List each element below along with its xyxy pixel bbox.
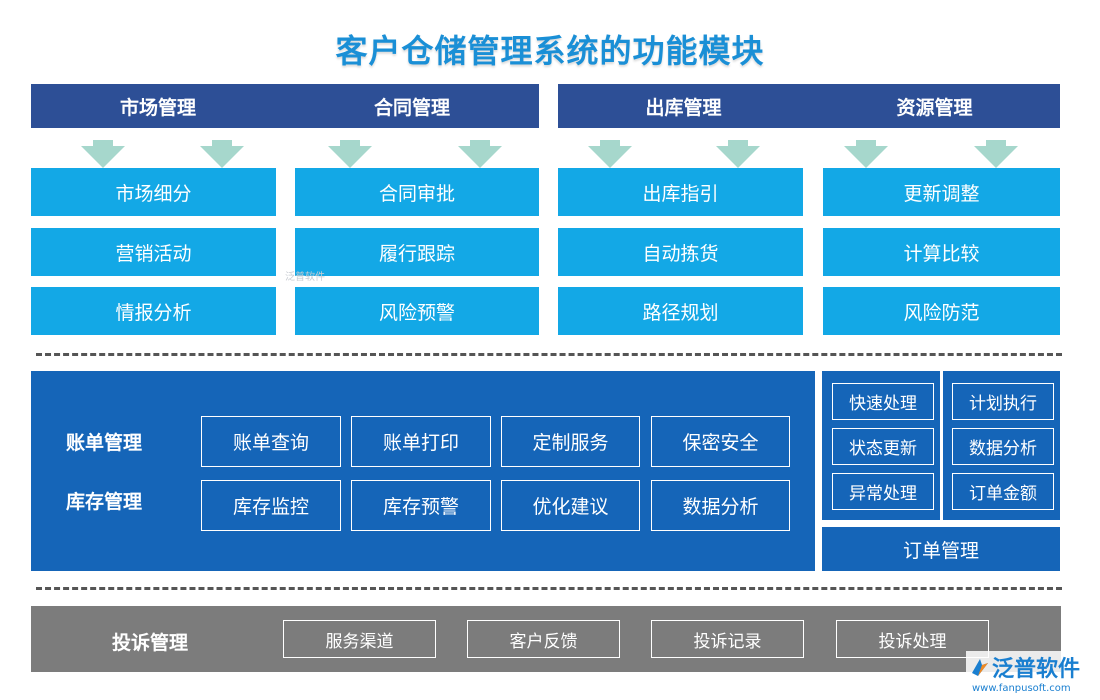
down-arrow-icon bbox=[458, 140, 502, 168]
complaint-box: 投诉处理 bbox=[836, 620, 989, 658]
down-arrow-icon bbox=[588, 140, 632, 168]
logo-url: www.fanpusoft.com bbox=[972, 683, 1071, 694]
logo-icon bbox=[972, 659, 988, 676]
feature-box: 优化建议 bbox=[501, 480, 640, 531]
header-resource: 资源管理 bbox=[896, 96, 973, 119]
order-feature-box: 异常处理 bbox=[832, 473, 934, 510]
header-bar-right: 出库管理 资源管理 bbox=[558, 84, 1060, 128]
module-box: 计算比较 bbox=[823, 228, 1060, 276]
down-arrow-icon bbox=[200, 140, 244, 168]
order-feature-box: 快速处理 bbox=[832, 383, 934, 420]
module-box: 风险预警 bbox=[295, 287, 539, 335]
feature-box: 账单查询 bbox=[201, 416, 341, 467]
watermark: 泛普软件 bbox=[285, 272, 325, 283]
module-box: 风险防范 bbox=[823, 287, 1060, 335]
feature-box: 账单打印 bbox=[351, 416, 491, 467]
order-feature-box: 订单金额 bbox=[952, 473, 1054, 510]
down-arrow-icon bbox=[81, 140, 125, 168]
feature-box: 数据分析 bbox=[651, 480, 790, 531]
module-box: 履行跟踪 bbox=[295, 228, 539, 276]
module-box: 出库指引 bbox=[558, 168, 803, 216]
order-feature-box: 数据分析 bbox=[952, 428, 1054, 465]
module-box: 合同审批 bbox=[295, 168, 539, 216]
logo: 泛普软件 www.fanpusoft.com bbox=[966, 651, 1094, 697]
down-arrow-icon bbox=[716, 140, 760, 168]
complaint-box: 服务渠道 bbox=[283, 620, 436, 658]
page-title: 客户仓储管理系统的功能模块 bbox=[335, 32, 765, 70]
header-contract: 合同管理 bbox=[373, 96, 450, 119]
order-panel-left bbox=[822, 371, 940, 520]
billing-inventory-panel bbox=[31, 371, 815, 571]
billing-label: 账单管理 bbox=[66, 432, 143, 454]
inventory-label: 库存管理 bbox=[66, 491, 143, 513]
order-management-label: 订单管理 bbox=[822, 527, 1060, 571]
header-outbound: 出库管理 bbox=[645, 96, 722, 119]
order-panel-right bbox=[943, 371, 1060, 520]
module-box: 更新调整 bbox=[823, 168, 1060, 216]
divider-dashed bbox=[36, 353, 1062, 356]
divider-dashed bbox=[36, 587, 1062, 590]
module-box: 自动拣货 bbox=[558, 228, 803, 276]
logo-name: 泛普软件 bbox=[992, 657, 1081, 682]
down-arrow-icon bbox=[328, 140, 372, 168]
feature-box: 库存监控 bbox=[201, 480, 341, 531]
feature-box: 库存预警 bbox=[351, 480, 491, 531]
header-bar-left: 市场管理 合同管理 bbox=[31, 84, 539, 128]
feature-box: 保密安全 bbox=[651, 416, 790, 467]
feature-box: 定制服务 bbox=[501, 416, 640, 467]
complaint-label: 投诉管理 bbox=[112, 632, 189, 654]
module-box: 营销活动 bbox=[31, 228, 276, 276]
module-box: 市场细分 bbox=[31, 168, 276, 216]
down-arrow-icon bbox=[844, 140, 888, 168]
order-feature-box: 状态更新 bbox=[832, 428, 934, 465]
complaint-panel bbox=[31, 606, 1061, 672]
complaint-box: 客户反馈 bbox=[467, 620, 620, 658]
header-market: 市场管理 bbox=[119, 96, 196, 119]
module-box: 情报分析 bbox=[31, 287, 276, 335]
module-box: 路径规划 bbox=[558, 287, 803, 335]
complaint-box: 投诉记录 bbox=[651, 620, 804, 658]
order-feature-box: 计划执行 bbox=[952, 383, 1054, 420]
down-arrow-icon bbox=[974, 140, 1018, 168]
